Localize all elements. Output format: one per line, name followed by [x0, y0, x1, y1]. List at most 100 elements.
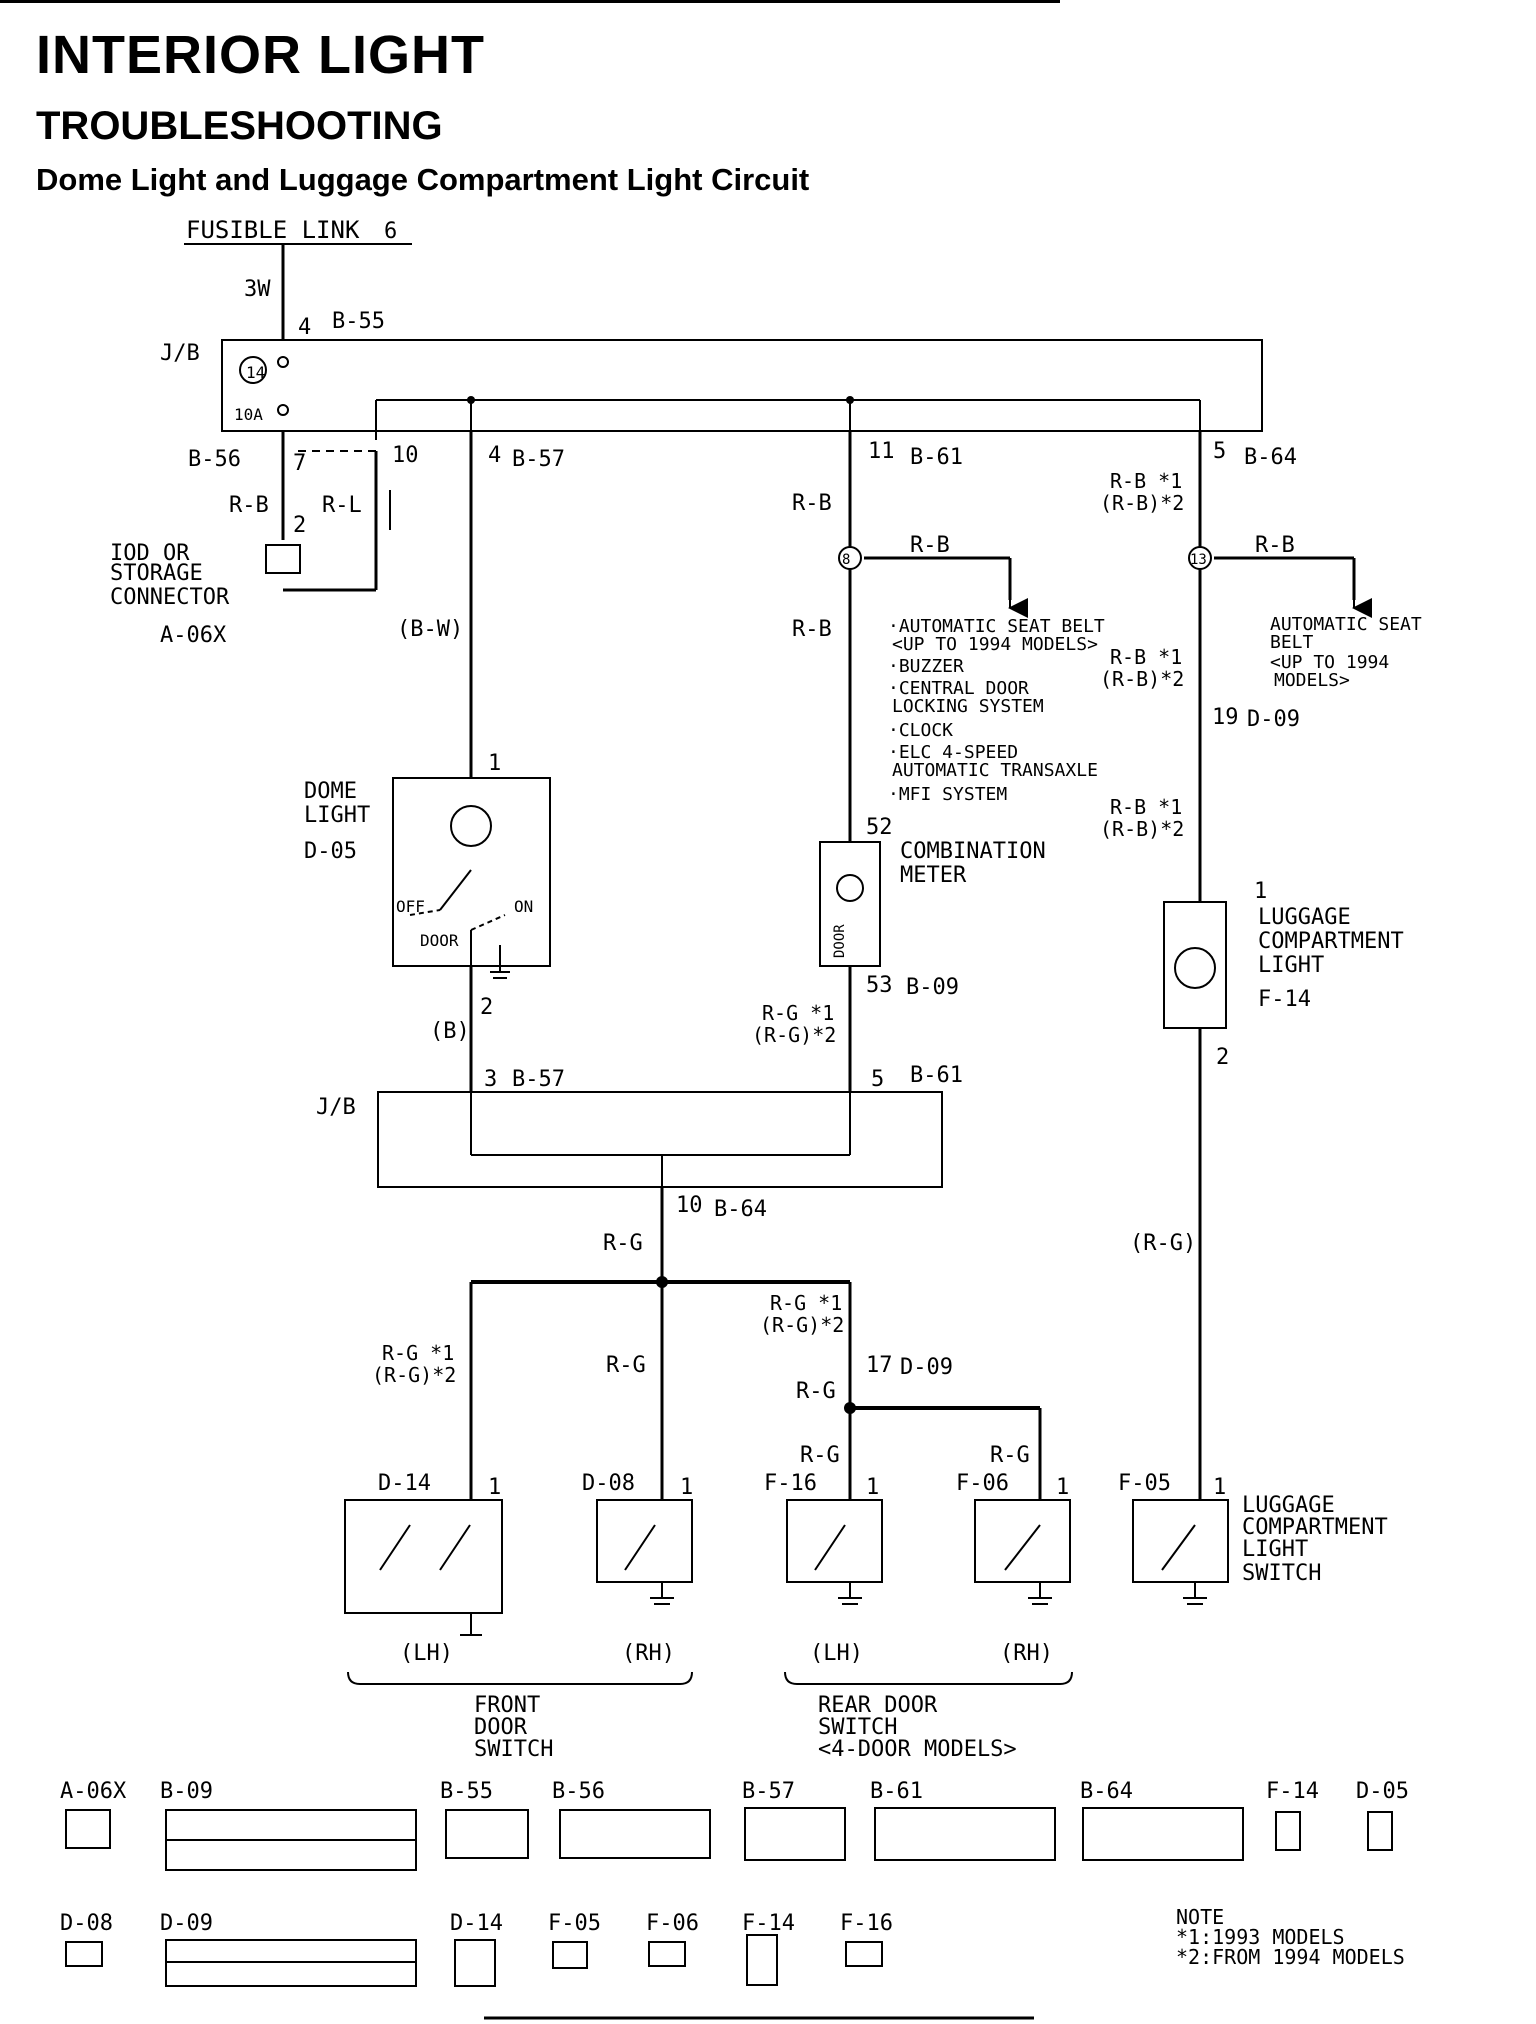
luggage-switch-label: SWITCH [1242, 1561, 1321, 1586]
page-title: INTERIOR LIGHT [36, 25, 485, 85]
switch-on: ON [514, 897, 533, 916]
connector-f05: F-05 [1118, 1471, 1171, 1496]
connector-d09: D-09 [1247, 707, 1300, 732]
connector-a06x-label: A-06X [60, 1779, 127, 1804]
wire-3w: 3W [244, 277, 271, 302]
wire-color-1994: (R-G)*2 [752, 1023, 836, 1047]
wire-color: R-B [792, 617, 832, 642]
front-door-switch-label: DOOR [474, 1715, 528, 1740]
pin-label: 1 [488, 751, 501, 776]
combination-meter-label: METER [900, 863, 967, 888]
iod-label: CONNECTOR [110, 585, 230, 610]
connector-b61-label: B-61 [870, 1779, 923, 1804]
pin-label: 1 [1254, 879, 1267, 904]
wire-color-1994: (R-B)*2 [1100, 817, 1184, 841]
luggage-switch-label: LUGGAGE [1242, 1493, 1335, 1518]
pin-label: 10 [676, 1193, 703, 1218]
fusible-link-label: FUSIBLE LINK [186, 216, 360, 244]
wire-color: R-G [603, 1231, 643, 1256]
destination-item: ·MFI SYSTEM [888, 784, 1007, 805]
pin-label: 2 [293, 513, 306, 538]
wire-color-1993: R-G *1 [770, 1291, 842, 1315]
connector-b64: B-64 [1244, 445, 1297, 470]
connector-d14: D-14 [378, 1471, 431, 1496]
connector-f06: F-06 [956, 1471, 1009, 1496]
note-block: NOTE *1:1993 MODELS *2:FROM 1994 MODELS [1176, 1905, 1405, 1969]
dome-light-label: DOME [304, 779, 357, 804]
destination-right: BELT [1270, 632, 1314, 653]
rear-door-switch-label: REAR DOOR [818, 1693, 938, 1718]
wire-color-1993: R-B *1 [1110, 469, 1182, 493]
connector-b56-label: B-56 [552, 1779, 605, 1804]
wire-color: R-G [800, 1443, 840, 1468]
note-item: *2:FROM 1994 MODELS [1176, 1945, 1405, 1969]
connector-table-labels: A-06X B-09 B-55 B-56 B-57 B-61 B-64 F-14… [60, 1779, 1409, 1936]
connector-b57-label: B-57 [742, 1779, 795, 1804]
top-rule [0, 0, 1060, 3]
destination-item: LOCKING SYSTEM [892, 696, 1044, 717]
connector-f14-label-lower: F-14 [742, 1911, 795, 1936]
connector-f16: F-16 [764, 1471, 817, 1496]
destination-item: ·ELC 4-SPEED [888, 742, 1018, 763]
destination-list: ·AUTOMATIC SEAT BELT <UP TO 1994 MODELS>… [888, 614, 1422, 805]
connector-f14: F-14 [1258, 987, 1311, 1012]
pin-label: 52 [866, 815, 893, 840]
pin-label: 1 [680, 1475, 693, 1500]
iod-label: STORAGE [110, 561, 203, 586]
dome-light-label: LIGHT [304, 803, 370, 828]
pin-label: 4 [298, 315, 311, 340]
destination-right: MODELS> [1274, 670, 1350, 691]
section-title: TROUBLESHOOTING [36, 104, 443, 148]
wire-color: (R-G) [1130, 1231, 1196, 1256]
wire-color: R-B [229, 493, 269, 518]
jb-top-label: J/B [160, 341, 200, 366]
connector-f06-label: F-06 [646, 1911, 699, 1936]
connector-d08-label: D-08 [60, 1911, 113, 1936]
pin-label: 7 [293, 451, 306, 476]
connector-d09-label: D-09 [160, 1911, 213, 1936]
connector-b64-label: B-64 [1080, 1779, 1133, 1804]
connector-b55-label: B-55 [440, 1779, 493, 1804]
flow-arrows [1008, 598, 1372, 618]
connector-b55: B-55 [332, 309, 385, 334]
rear-door-switch-label: <4-DOOR MODELS> [818, 1737, 1017, 1762]
jb-bottom-label: J/B [316, 1095, 356, 1120]
wire-color: (B) [430, 1019, 470, 1044]
wire-color: R-G [606, 1353, 646, 1378]
circuit-subtitle: Dome Light and Luggage Compartment Light… [36, 162, 810, 197]
pin-label: 17 [866, 1353, 893, 1378]
luggage-light-label: LUGGAGE [1258, 905, 1351, 930]
pin-label: 4 [488, 443, 501, 468]
fuse-number: 14 [246, 363, 265, 382]
junction-8: 8 [842, 552, 850, 568]
destination-item: <UP TO 1994 MODELS> [892, 634, 1098, 655]
wire-color-1994: (R-G)*2 [372, 1363, 456, 1387]
switch-door: DOOR [420, 931, 459, 950]
pin-label: 10 [392, 443, 419, 468]
fusible-link-number: 6 [384, 219, 397, 244]
pin-label: 19 [1212, 705, 1239, 730]
connector-b57-lower: B-57 [512, 1067, 565, 1092]
switch-off: OFF [396, 897, 425, 916]
wire-color: R-B [910, 533, 950, 558]
destination-item: ·BUZZER [888, 656, 964, 677]
wire-color: R-L [322, 493, 362, 518]
connector-b09: B-09 [906, 975, 959, 1000]
connector-d08: D-08 [582, 1471, 635, 1496]
connector-b56: B-56 [188, 447, 241, 472]
destination-item: AUTOMATIC TRANSAXLE [892, 760, 1098, 781]
wire-color: (B-W) [397, 617, 463, 642]
junctions [239, 356, 1216, 1414]
wire-color: R-B [1255, 533, 1295, 558]
wire-color-1993: R-B *1 [1110, 795, 1182, 819]
wire-color: R-B [792, 491, 832, 516]
connector-d09-lower: D-09 [900, 1355, 953, 1380]
combination-door-label: DOOR [832, 924, 848, 958]
connector-f05-label: F-05 [548, 1911, 601, 1936]
front-door-switch-label: SWITCH [474, 1737, 553, 1762]
wire-lines [184, 243, 1356, 2020]
rear-door-switch-label: SWITCH [818, 1715, 897, 1740]
wire-color: R-G [990, 1443, 1030, 1468]
connector-d14-label: D-14 [450, 1911, 503, 1936]
connector-b09-label: B-09 [160, 1779, 213, 1804]
